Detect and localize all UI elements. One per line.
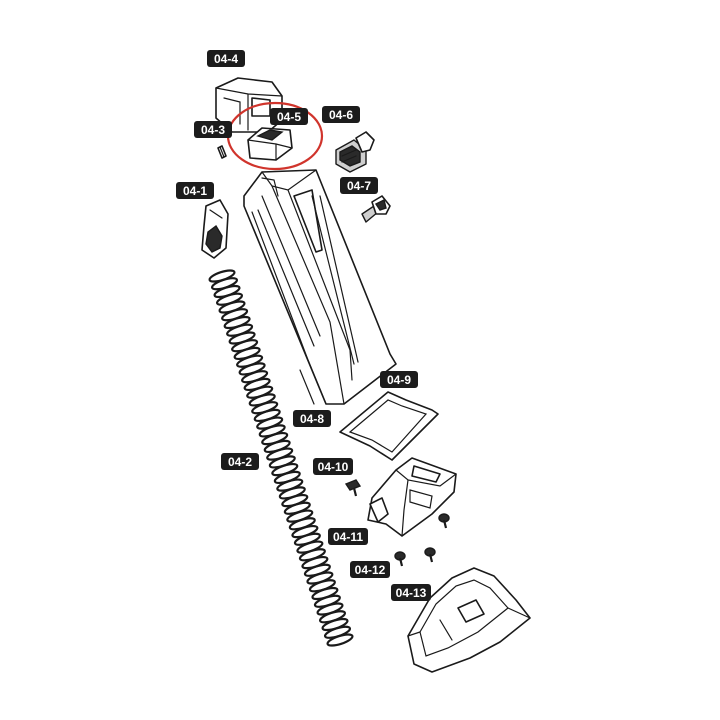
- label-04-2: 04-2: [221, 453, 259, 470]
- label-04-10-text: 04-10: [318, 460, 349, 474]
- label-04-3-text: 04-3: [201, 123, 225, 137]
- label-04-12: 04-12: [350, 561, 390, 578]
- label-04-6: 04-6: [322, 106, 360, 123]
- label-04-9-text: 04-9: [387, 373, 411, 387]
- label-04-9: 04-9: [380, 371, 418, 388]
- part-04-13-base-pad: [407, 567, 531, 673]
- label-04-13: 04-13: [391, 584, 431, 601]
- part-04-5-valve-block: [247, 127, 293, 161]
- label-04-12-text: 04-12: [355, 563, 386, 577]
- label-04-5: 04-5: [270, 108, 308, 125]
- label-04-6-text: 04-6: [329, 108, 353, 122]
- label-04-11-text: 04-11: [333, 530, 363, 544]
- label-04-13-text: 04-13: [396, 586, 427, 600]
- label-04-8: 04-8: [293, 410, 331, 427]
- label-04-7-text: 04-7: [347, 179, 371, 193]
- label-04-7: 04-7: [340, 177, 378, 194]
- part-04-10-screw: [344, 479, 362, 497]
- part-04-2-spring: [208, 269, 354, 647]
- part-04-7-release-valve: [361, 195, 391, 223]
- label-04-11: 04-11: [328, 528, 368, 545]
- label-04-3: 04-3: [194, 121, 232, 138]
- label-04-5-text: 04-5: [277, 110, 301, 124]
- label-04-2-text: 04-2: [228, 455, 252, 469]
- label-04-1-text: 04-1: [183, 184, 207, 198]
- part-04-3-pin: [217, 145, 227, 159]
- part-04-11-base-plate: [367, 457, 457, 537]
- label-04-1: 04-1: [176, 182, 214, 199]
- part-04-9-gasket: [339, 391, 439, 461]
- label-04-8-text: 04-8: [300, 412, 324, 426]
- spring-coil: [326, 633, 354, 647]
- label-04-4-text: 04-4: [214, 52, 238, 66]
- part-04-1-follower: [201, 199, 229, 259]
- part-04-8-magazine-body: [243, 169, 397, 405]
- part-04-6-fill-valve: [335, 131, 375, 173]
- part-04-12-screws: [394, 513, 450, 567]
- label-04-4: 04-4: [207, 50, 245, 67]
- label-04-10: 04-10: [313, 458, 353, 475]
